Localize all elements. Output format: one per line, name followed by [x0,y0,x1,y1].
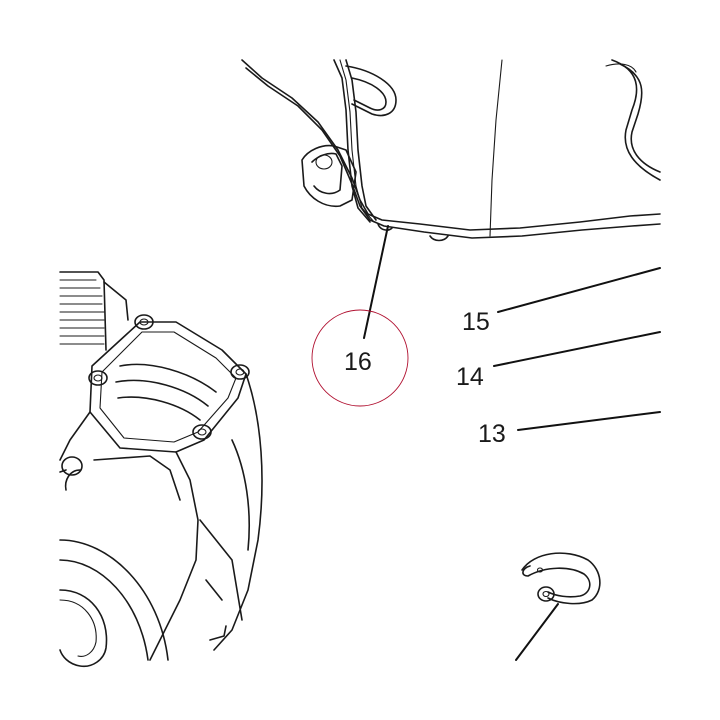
snap-ring-part [521,552,601,605]
housing-cover-part [241,59,661,242]
callout-label-15: 15 [462,308,490,336]
callout-label-16: 16 [344,348,372,376]
leader-line-ring [515,603,559,661]
leader-line-13 [517,411,661,431]
callout-label-13: 13 [478,420,506,448]
engine-block-part [59,271,263,668]
leader-line-16 [363,225,389,339]
leader-line-14 [493,331,661,367]
callout-label-14: 14 [456,363,484,391]
leader-line-15 [497,267,661,313]
highlight-circle-16 [311,309,409,407]
